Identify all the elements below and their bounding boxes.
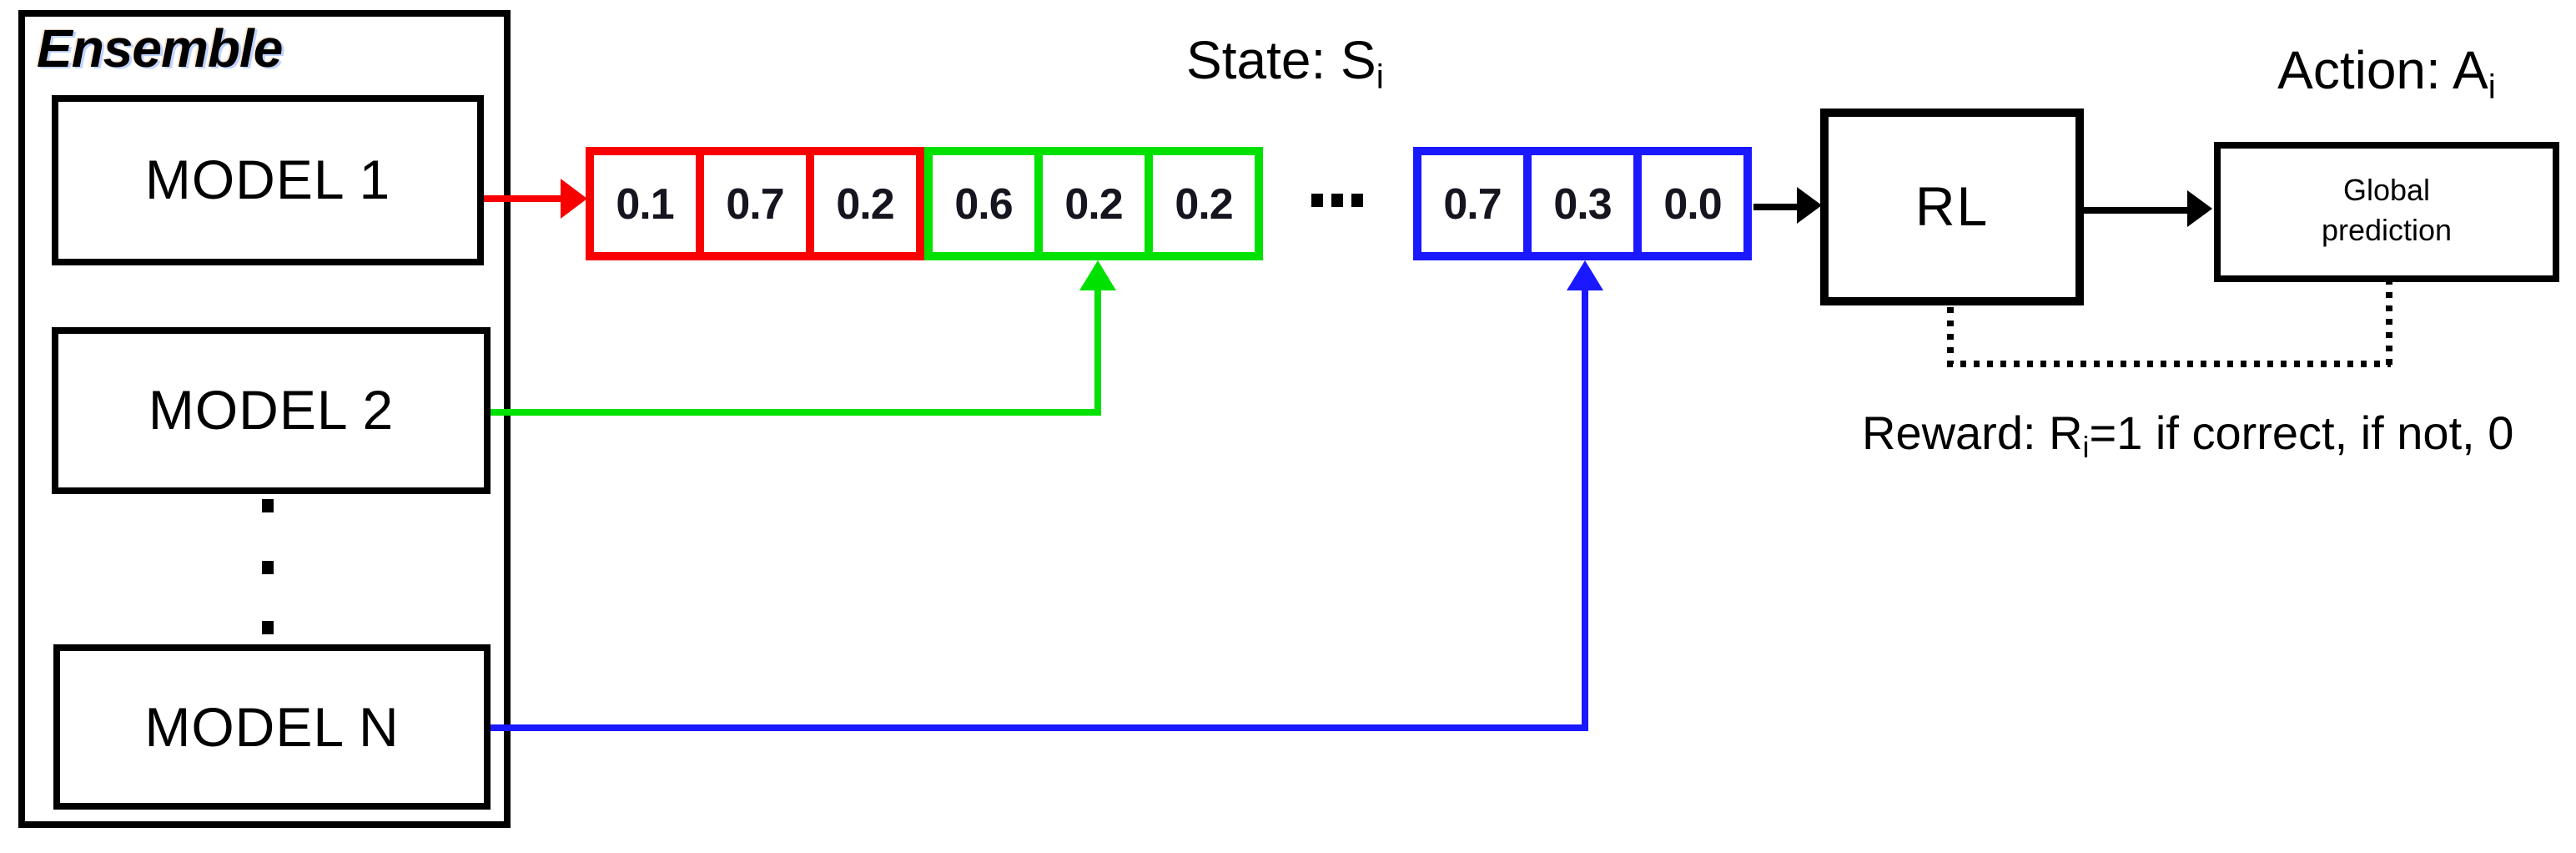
ellipsis-dot [262, 561, 274, 574]
ellipsis-dot [1331, 194, 1343, 207]
reward-label-condition: =1 if correct, if not, 0 [2089, 407, 2514, 459]
model2-to-state-arrowhead-icon [1079, 260, 1116, 290]
action-label: Action: Ai [2214, 40, 2559, 104]
rl-to-global-line [2084, 207, 2191, 213]
state-cell-value: 0.6 [954, 178, 1013, 228]
action-label-text: Action: A [2277, 40, 2488, 100]
ensemble-box [18, 10, 511, 828]
state-cell: 0.2 [806, 147, 924, 260]
rl-to-global-arrowhead-icon [2187, 190, 2212, 227]
model-2-box: MODEL 2 [52, 327, 491, 494]
state-vector-model2-block: 0.6 0.2 0.2 [924, 147, 1263, 260]
model-n-label: MODEL N [144, 695, 400, 757]
state-label-subscript: i [1376, 58, 1384, 97]
reward-label-text: Reward: R [1862, 407, 2083, 459]
ellipsis-dot [262, 499, 274, 512]
state-cell: 0.1 [586, 147, 704, 260]
state-cell: 0.3 [1523, 147, 1642, 260]
model-n-box: MODEL N [53, 644, 491, 810]
state-cell-value: 0.0 [1663, 178, 1722, 228]
state-cell-value: 0.2 [1064, 178, 1123, 228]
reward-feedback-line-global [2386, 279, 2392, 366]
action-label-subscript: i [2488, 68, 2496, 107]
state-cell: 0.6 [924, 147, 1043, 260]
ellipsis-dot [1351, 194, 1363, 207]
modeln-to-state-line-vertical [1582, 284, 1587, 729]
model2-to-state-line [491, 409, 1101, 415]
ensemble-title: Ensemble [37, 18, 283, 78]
state-to-rl-arrowhead-icon [1797, 187, 1822, 224]
model-1-box: MODEL 1 [52, 95, 484, 265]
ellipsis-dot [262, 621, 274, 634]
state-cell-value: 0.7 [726, 178, 784, 228]
ellipsis-dot [1311, 194, 1323, 207]
state-cell-value: 0.2 [1175, 178, 1233, 228]
state-cell: 0.7 [1413, 147, 1532, 260]
state-vector-modeln-block: 0.7 0.3 0.0 [1413, 147, 1752, 260]
state-cell-value: 0.7 [1443, 178, 1502, 228]
state-cell-value: 0.1 [616, 178, 674, 228]
state-label: State: Si [1186, 30, 1384, 94]
state-label-text: State: S [1186, 30, 1376, 90]
state-cell: 0.2 [1034, 147, 1153, 260]
state-cell-value: 0.2 [836, 178, 894, 228]
state-cell-value: 0.3 [1553, 178, 1612, 228]
global-prediction-label-line2: prediction [2321, 214, 2453, 247]
reward-feedback-line-horizontal [1947, 361, 2391, 366]
model-1-label: MODEL 1 [144, 149, 391, 210]
rl-label: RL [1914, 175, 1990, 237]
reward-feedback-line-rl [1947, 307, 1953, 364]
global-prediction-box: Global prediction [2214, 142, 2559, 282]
global-prediction-label-line1: Global [2342, 174, 2431, 208]
modeln-to-state-arrowhead-icon [1567, 260, 1603, 290]
model1-to-state-line [484, 195, 562, 201]
modeln-to-state-line [491, 724, 1588, 730]
state-cell: 0.2 [1145, 147, 1263, 260]
rl-box: RL [1820, 109, 2084, 305]
model2-to-state-line-vertical [1094, 284, 1100, 414]
model1-to-state-arrowhead-icon [561, 179, 587, 219]
model-2-label: MODEL 2 [148, 379, 395, 441]
state-vector-model1-block: 0.1 0.7 0.2 [586, 147, 924, 260]
state-cell: 0.7 [696, 147, 814, 260]
state-cell: 0.0 [1633, 147, 1752, 260]
reward-label: Reward: Ri=1 if correct, if not, 0 [1862, 407, 2514, 465]
reward-label-subscript: i [2082, 431, 2090, 465]
state-to-rl-line [1753, 204, 1800, 209]
